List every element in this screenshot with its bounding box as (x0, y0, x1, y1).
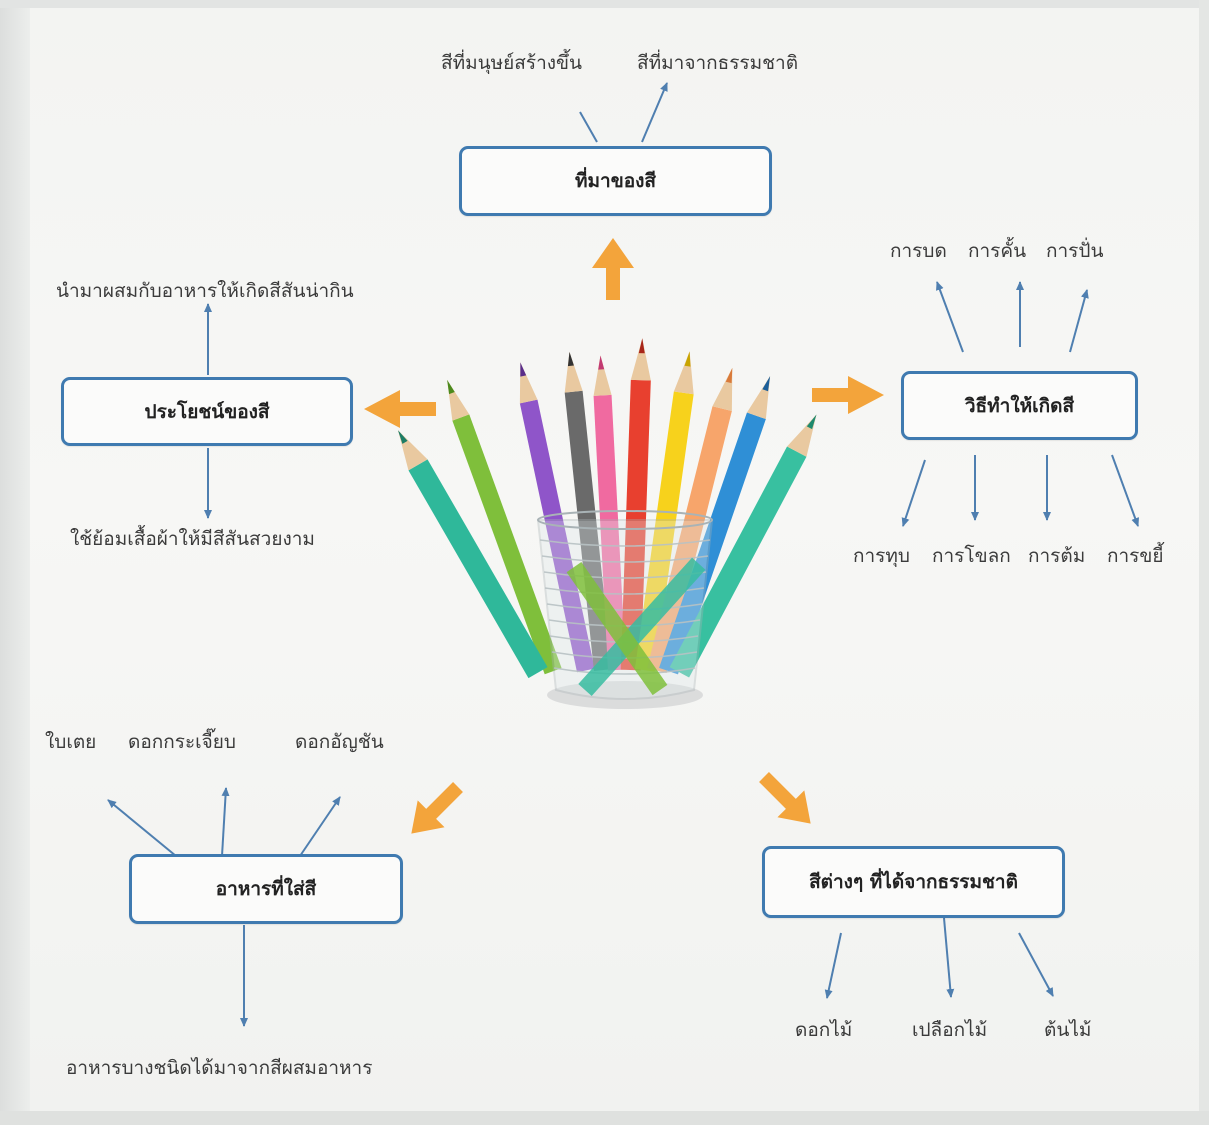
node-food-title: อาหารที่ใส่สี (215, 878, 317, 900)
methods-bottom-item-label: การทุบ (853, 545, 910, 567)
pencil-icon (634, 351, 694, 672)
natural-item-label: ต้นไม้ (1044, 1019, 1092, 1041)
arrow-right-icon (812, 376, 884, 414)
methods-top-item-label: การคั้น (968, 240, 1027, 262)
benefits-bottom-item-label: ใช้ย้อมเสื้อผ้าให้มีสีสันสวยงาม (70, 528, 315, 550)
food-top-item-label: ใบเตย (45, 731, 97, 753)
pencil-icon (593, 355, 626, 671)
node-source-box: ที่มาของสี (459, 146, 772, 216)
photo-frame-top (0, 0, 1209, 8)
benefits-top-item-label: นำมาผสมกับอาหารให้เกิดสีสันน่ากิน (56, 280, 354, 302)
node-food-box: อาหารที่ใส่สี (129, 854, 403, 924)
pencil-icon (669, 414, 817, 678)
photo-frame-bottom (0, 1111, 1209, 1125)
node-source-title: ที่มาของสี (575, 170, 656, 192)
pencil-icon (398, 430, 548, 679)
orange-arrows (364, 238, 884, 834)
arrow-down-left-icon (411, 782, 463, 834)
arrow-up-icon (592, 238, 634, 300)
natural-item-label: ดอกไม้ (795, 1019, 853, 1041)
node-natural-title: สีต่างๆ ที่ได้จากธรรมชาติ (809, 871, 1018, 893)
methods-top-item-label: การบด (890, 240, 947, 262)
pencil-icon (620, 338, 651, 671)
food-top-item-label: ดอกกระเจี๊ยบ (128, 731, 236, 753)
pencil-icon (447, 379, 562, 675)
arrow-down-right-icon (759, 772, 811, 824)
methods-bottom-item-label: การต้ม (1028, 545, 1086, 567)
node-benefits-box: ประโยชน์ของสี (61, 377, 353, 446)
methods-top-item-label: การปั่น (1046, 240, 1104, 262)
node-natural-box: สีต่างๆ ที่ได้จากธรรมชาติ (762, 846, 1065, 918)
node-methods-title: วิธีทำให้เกิดสี (964, 394, 1075, 417)
pencil-icon (659, 376, 771, 675)
food-top-item-label: ดอกอัญชัน (295, 731, 384, 753)
arrow-left-icon (364, 390, 436, 428)
pencil-icon (519, 362, 595, 673)
pencil-cup-icon (398, 338, 817, 709)
photo-frame-right (1199, 0, 1209, 1125)
node-methods-box: วิธีทำให้เกิดสี (901, 371, 1138, 440)
food-bottom-item-label: อาหารบางชนิดได้มาจากสีผสมอาหาร (66, 1057, 373, 1079)
methods-bottom-item-label: การขยี้ (1107, 545, 1164, 567)
source-item-label: สีที่มนุษย์สร้างขึ้น (441, 52, 583, 74)
photo-frame-left (0, 0, 30, 1125)
blue-arrows (107, 82, 1140, 1027)
source-item-label: สีที่มาจากธรรมชาติ (637, 52, 799, 74)
natural-item-label: เปลือกไม้ (912, 1019, 988, 1041)
node-benefits-title: ประโยชน์ของสี (144, 400, 270, 423)
methods-bottom-item-label: การโขลก (932, 545, 1011, 567)
